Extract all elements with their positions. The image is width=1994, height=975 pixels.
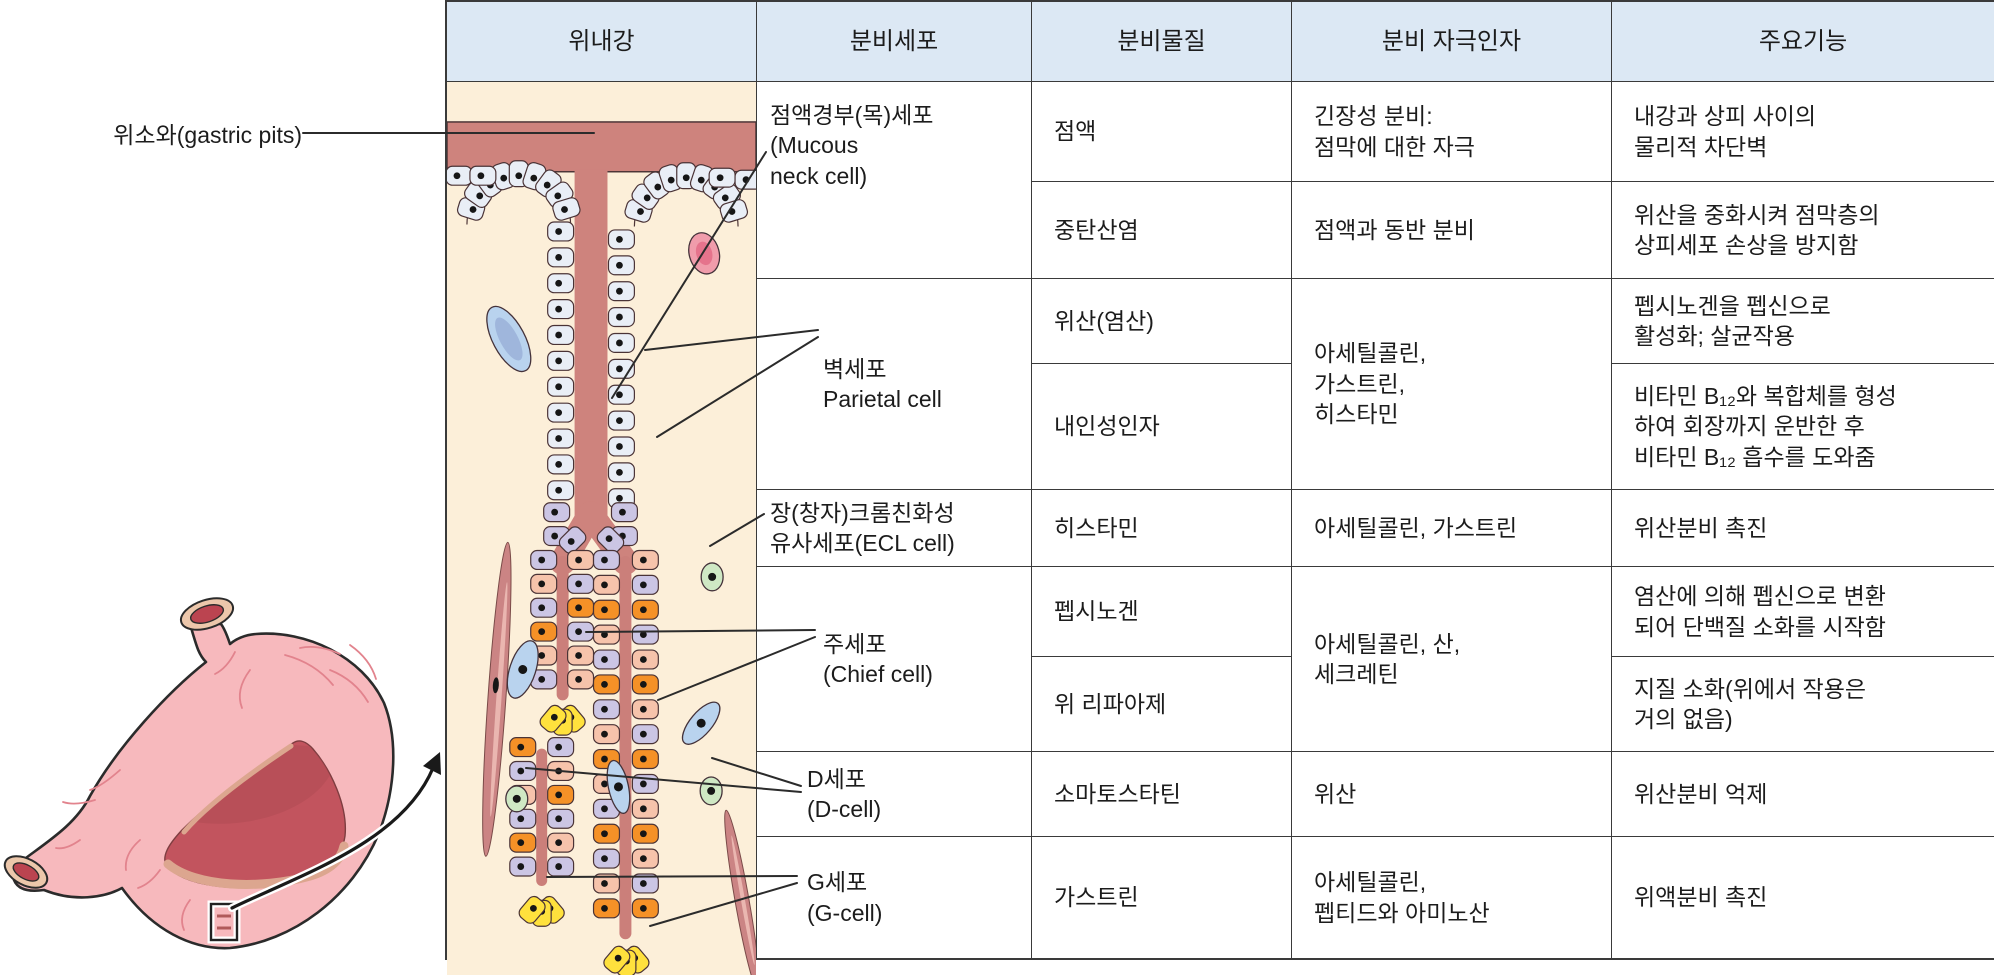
cell-function-gastric-lipase: 지질 소화(위에서 작용은 거의 없음) <box>1612 657 1994 752</box>
secretion-table: 위내강 분비세포 분비물질 분비 자극인자 주요기능 <box>445 0 1994 975</box>
cell-function-intrinsic-factor: 비타민 B₁₂와 복합체를 형성 하여 회장까지 운반한 후 비타민 B₁₂ 흡… <box>1612 364 1994 490</box>
stomach-body <box>3 597 441 950</box>
capillary-blue-cell <box>506 640 539 700</box>
cell-label-mucous-neck: 점액경부(목)세포 (Mucous neck cell) <box>757 82 1032 279</box>
detail-box-outline <box>207 900 241 944</box>
cell-label-ecl: 장(창자)크롬친화성 유사세포(ECL cell) <box>757 490 1032 567</box>
col-header-substance: 분비물질 <box>1032 2 1292 82</box>
cell-substance-histamine: 히스타민 <box>1032 490 1292 567</box>
cell-function-bicarbonate: 위산을 중화시켜 점막층의 상피세포 손상을 방지함 <box>1612 182 1994 279</box>
cell-stimulus-gastrin: 아세틸콜린, 펩티드와 아미노산 <box>1292 837 1612 958</box>
col-header-function: 주요기능 <box>1612 2 1994 82</box>
cell-stimulus-somatostatin: 위산 <box>1292 752 1612 837</box>
cell-label-d-cell: D세포 (D-cell) <box>757 752 1032 837</box>
cell-function-histamine: 위산분비 촉진 <box>1612 490 1994 567</box>
cell-function-pepsinogen: 염산에 의해 펩신으로 변환 되어 단백질 소화를 시작함 <box>1612 567 1994 657</box>
cell-stimulus-acid-intrinsic: 아세틸콜린, 가스트린, 히스타민 <box>1292 279 1612 490</box>
cell-stimulus-histamine: 아세틸콜린, 가스트린 <box>1292 490 1612 567</box>
cell-substance-bicarbonate: 중탄산염 <box>1032 182 1292 279</box>
capillary-blue-cell <box>681 701 721 746</box>
cell-substance-gastrin: 가스트린 <box>1032 837 1292 958</box>
cell-substance-gastric-lipase: 위 리파아제 <box>1032 657 1292 752</box>
col-header-stimulus: 분비 자극인자 <box>1292 2 1612 82</box>
gland-illustration-cell <box>447 82 757 975</box>
cell-label-g-cell: G세포 (G-cell) <box>757 837 1032 958</box>
cell-substance-mucus: 점액 <box>1032 82 1292 182</box>
cell-substance-intrinsic-factor: 내인성인자 <box>1032 364 1292 490</box>
cell-label-parietal: 벽세포 Parietal cell <box>757 279 1032 490</box>
cell-function-somatostatin: 위산분비 억제 <box>1612 752 1994 837</box>
cell-function-acid: 펩시노겐을 펩신으로 활성화; 살균작용 <box>1612 279 1994 364</box>
cell-substance-pepsinogen: 펩시노겐 <box>1032 567 1292 657</box>
cell-function-mucus: 내강과 상피 사이의 물리적 차단벽 <box>1612 82 1994 182</box>
gastric-gland-illustration <box>447 112 756 975</box>
duodenum-opening <box>3 855 49 889</box>
col-header-secretory-cell: 분비세포 <box>757 2 1032 82</box>
cell-label-chief: 주세포 (Chief cell) <box>757 567 1032 752</box>
cell-stimulus-bicarbonate: 점액과 동반 분비 <box>1292 182 1612 279</box>
cell-function-gastrin: 위액분비 촉진 <box>1634 884 1768 911</box>
stomach-vessels <box>55 644 377 931</box>
cell-stimulus-pepsinogen-lipase: 아세틸콜린, 산, 세크레틴 <box>1292 567 1612 752</box>
cell-substance-somatostatin: 소마토스타틴 <box>1032 752 1292 837</box>
gastric-pits-label: 위소와(gastric pits) <box>113 122 302 148</box>
cell-substance-acid: 위산(염산) <box>1032 279 1292 364</box>
zoom-arrow-icon <box>228 752 441 912</box>
esophagus-opening <box>179 597 235 631</box>
col-header-lumen: 위내강 <box>447 2 757 82</box>
capillary-blue-cell <box>486 306 532 373</box>
stomach-illustration <box>3 597 441 950</box>
cell-stimulus-mucus: 긴장성 분비: 점막에 대한 자극 <box>1292 82 1612 182</box>
